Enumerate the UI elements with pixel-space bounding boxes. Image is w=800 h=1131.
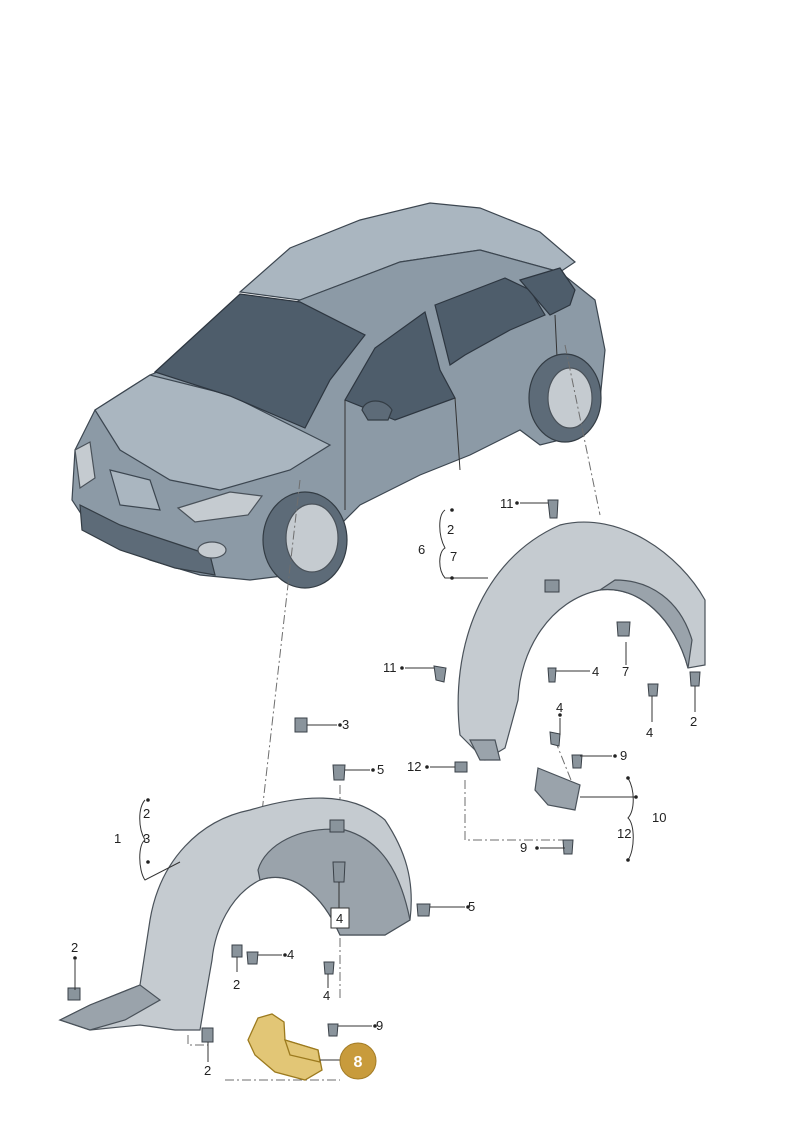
callout-7-rear: 7 (622, 664, 629, 679)
callout-11-top: 11 (500, 496, 514, 511)
car-illustration (71, 202, 606, 589)
rear-bracket (534, 767, 581, 811)
callout-4-rear-mid: 4 (556, 700, 563, 715)
callout-1: 1 (114, 831, 121, 846)
front-hardware (67, 717, 431, 1043)
callout-5-right: 5 (468, 899, 475, 914)
callout-4-boxed: 4 (336, 911, 343, 926)
callout-2-rear-brace: 2 (447, 522, 454, 537)
callout-3-front-brace: 3 (143, 831, 150, 846)
callout-2-front-left: 2 (71, 940, 78, 955)
callout-labels: 11 2 6 7 11 4 7 4 2 4 9 12 10 12 9 3 5 2… (71, 496, 697, 1078)
callout-5-top: 5 (377, 762, 384, 777)
callout-10: 10 (652, 810, 666, 825)
rear-wheel-housing-liner (457, 521, 706, 761)
callout-12-right: 12 (617, 826, 631, 841)
leader-dots (73, 501, 638, 1028)
callout-3-top: 3 (342, 717, 349, 732)
callout-8[interactable]: 8 (354, 1054, 363, 1071)
callout-7-rear-brace: 7 (450, 549, 457, 564)
callout-2-front-brace: 2 (143, 806, 150, 821)
guide-lines (187, 344, 601, 1081)
callout-4-box-frame (330, 907, 350, 929)
leader-lines (74, 502, 696, 1062)
callout-2-bottom: 2 (204, 1063, 211, 1078)
callout-4-rear-lower: 4 (646, 725, 653, 740)
callout-11-mid: 11 (383, 660, 397, 675)
callout-4-front-bottom: 4 (323, 988, 330, 1003)
callout-9-upper: 9 (620, 748, 627, 763)
callout-12-left: 12 (407, 759, 421, 774)
callout-9-lower: 9 (520, 840, 527, 855)
callout-6: 6 (418, 542, 425, 557)
callout-9-front: 9 (376, 1018, 383, 1033)
callout-2-front-mid: 2 (233, 977, 240, 992)
callout-8-badge[interactable]: 8 (339, 1042, 377, 1080)
callout-4-front-mid: 4 (287, 947, 294, 962)
callout-2-rear-far: 2 (690, 714, 697, 729)
rear-hardware (433, 499, 701, 855)
badge-circle[interactable] (339, 1042, 377, 1080)
front-wheel-housing-liner (58, 797, 412, 1031)
highlighted-bracket-part-8 (247, 1013, 323, 1081)
callout-4-rear-top: 4 (592, 664, 599, 679)
